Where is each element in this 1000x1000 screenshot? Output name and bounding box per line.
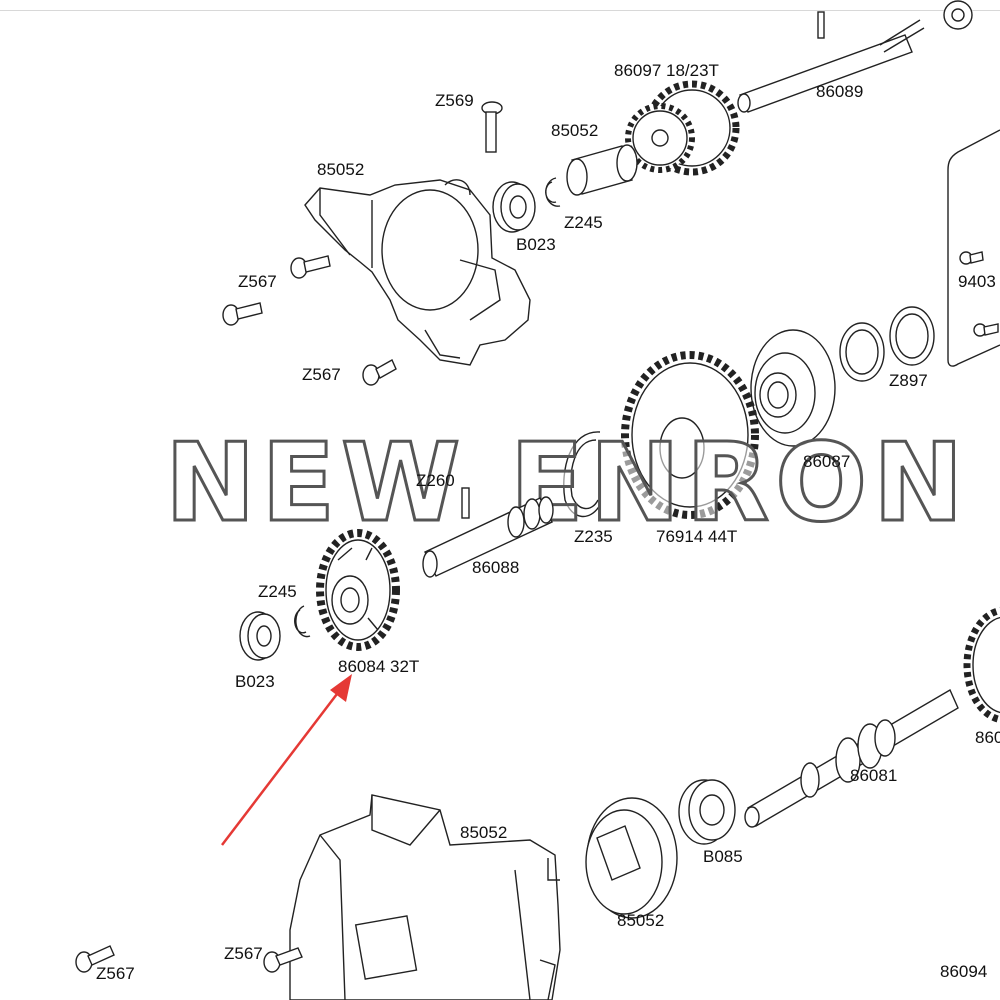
pin-z260 [461,487,470,519]
label-86081: 86081 [850,766,897,785]
label-z567-d: Z567 [224,944,263,963]
label-86089: 86089 [816,82,863,101]
eclip-z245-mid [294,605,311,638]
detail-panel-right [947,129,1000,367]
screw-z569 [481,101,503,153]
gear-86097 [625,80,740,176]
clip-z235 [563,431,601,518]
label-85052-bottom: 85052 [460,823,507,842]
shaft-86089 [737,0,973,113]
screw-z567-a2 [222,302,263,326]
screw-z567-c [75,945,115,973]
label-9403: 9403 [958,272,996,291]
label-86097: 86097 18/23T [614,61,719,80]
housing-85052-bottom [289,794,561,1000]
label-z567-a: Z567 [238,272,277,291]
gear-76914 [621,351,759,519]
bearing-b085 [678,779,736,845]
top-divider [0,10,1000,11]
label-85052-hub: 85052 [617,911,664,930]
label-b023-mid: B023 [235,672,275,691]
label-86088: 86088 [472,558,519,577]
label-860-partial: 860 [975,728,1000,747]
shaft-86088 [422,496,554,578]
label-86094: 86094 [940,962,987,981]
label-z569: Z569 [435,91,474,110]
screw-z567-b [362,359,397,386]
housing-85052-top [304,179,531,366]
label-z567-c: Z567 [96,964,135,983]
label-z245-mid: Z245 [258,582,297,601]
label-z245-top: Z245 [564,213,603,232]
hub-86087 [750,329,836,447]
label-85052-spacer: 85052 [551,121,598,140]
spacer-85052 [566,144,638,196]
screw-z567-a [290,255,331,279]
label-85052-top: 85052 [317,160,364,179]
hub-85052 [585,797,678,919]
label-z235: Z235 [574,527,613,546]
label-z897: Z897 [889,371,928,390]
eclip-z245-top [545,177,561,207]
label-z567-b: Z567 [302,365,341,384]
washers-z897 [839,306,935,382]
screw-z567-d [263,947,303,973]
gear-right-partial [963,606,1000,724]
label-b023-top: B023 [516,235,556,254]
label-76914: 76914 44T [656,527,737,546]
label-86087: 86087 [803,452,850,471]
bearing-b023-top [492,181,536,233]
gear-86084 [316,529,400,651]
label-b085: B085 [703,847,743,866]
watermark-text: NEW ENRON [165,421,969,546]
bearing-b023-mid [239,611,281,661]
label-z260: Z260 [416,471,455,490]
red-arrow-indicator [221,674,352,846]
label-86084: 86084 32T [338,657,419,676]
shaft-86081 [744,689,959,828]
